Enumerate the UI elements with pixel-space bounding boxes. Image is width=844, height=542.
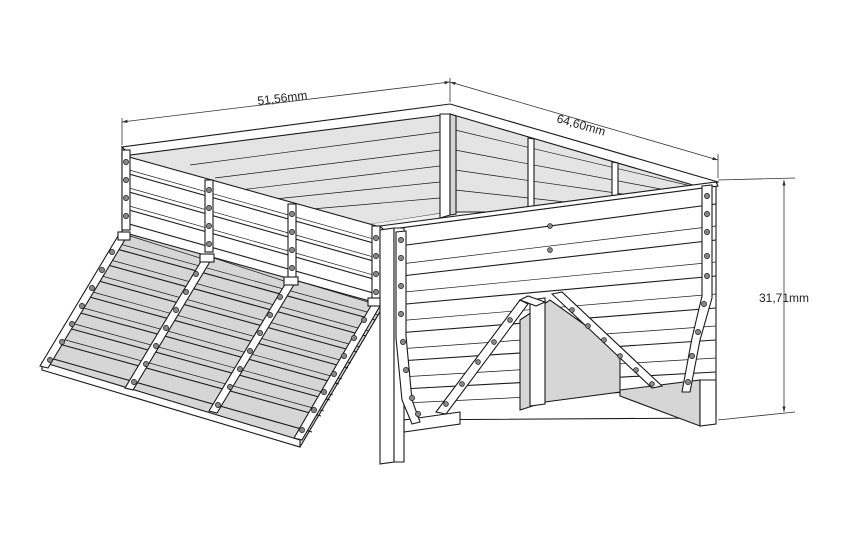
depth-label: 64,60mm [555, 111, 607, 138]
back-interior-planks [189, 129, 709, 211]
w-support [435, 291, 664, 415]
dimension-height: 31,71mm [717, 177, 809, 421]
height-label: 31,71mm [759, 291, 809, 305]
bolts [47, 159, 710, 433]
fold-down-flap [41, 231, 385, 448]
width-label: 51,56mm [257, 88, 308, 108]
dimension-width: 51,56mm [121, 78, 451, 145]
right-foot [619, 379, 717, 427]
front-wall-straps [395, 184, 713, 425]
back-corner-post [439, 113, 457, 219]
